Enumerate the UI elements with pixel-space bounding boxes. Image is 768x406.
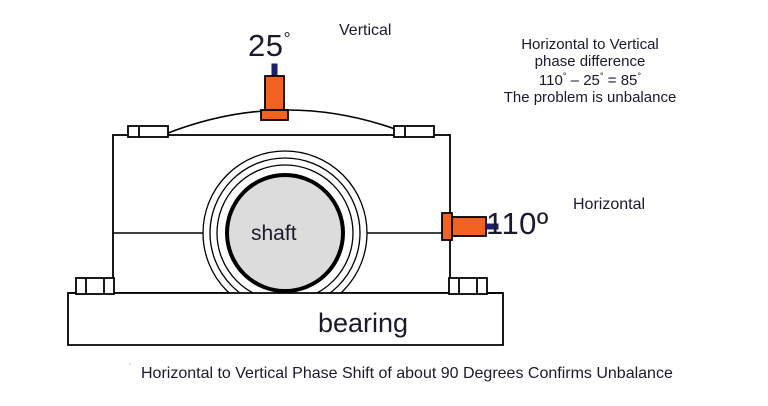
figure-caption: Horizontal to Vertical Phase Shift of ab… xyxy=(141,365,673,382)
bolt-pad-base-left xyxy=(75,277,115,295)
shaft-label: shaft xyxy=(251,222,297,245)
annotation-equation: 110° – 25° = 85° xyxy=(490,71,690,89)
vertical-axis-label: Vertical xyxy=(339,22,392,39)
vertical-phase-value: 25° xyxy=(248,28,291,64)
horizontal-phase-value: 110º xyxy=(486,206,549,242)
vertical-sensor-cable-icon xyxy=(271,63,278,77)
horizontal-axis-label: Horizontal xyxy=(573,196,646,213)
equation-degree-result: ° xyxy=(637,70,642,81)
equation-result: 85 xyxy=(620,71,638,89)
equation-degree-b: ° xyxy=(599,70,604,81)
phase-difference-annotation: Horizontal to Vertical phase difference … xyxy=(490,36,690,106)
vertical-sensor-base xyxy=(260,109,289,121)
vertical-sensor-body xyxy=(264,75,285,111)
caption-tick-mark: ˋ xyxy=(128,361,132,375)
equation-equals: = xyxy=(603,71,621,89)
equation-minus: – xyxy=(566,71,584,89)
equation-operand-b: 25 xyxy=(583,71,600,89)
vertical-phase-number: 25 xyxy=(248,28,284,63)
bolt-pad-base-right xyxy=(448,277,488,295)
horizontal-phase-number: 110 xyxy=(486,206,537,241)
horizontal-accelerometer[interactable] xyxy=(441,212,499,241)
horizontal-sensor-body xyxy=(451,216,487,237)
annotation-line-2: phase difference xyxy=(534,53,646,71)
bolt-pad-top-left xyxy=(127,125,169,138)
equation-degree-a: ° xyxy=(562,70,567,81)
horizontal-sensor-base xyxy=(441,212,453,241)
annotation-line-4: The problem is unbalance xyxy=(503,88,677,106)
shaft-circle xyxy=(225,173,345,293)
bolt-pad-top-right xyxy=(393,125,435,138)
equation-operand-a: 110 xyxy=(538,71,563,89)
bearing-label: bearing xyxy=(318,308,409,338)
annotation-line-1: Horizontal to Vertical xyxy=(521,36,659,53)
horizontal-sensor-cable-icon xyxy=(485,223,499,230)
bearing-base xyxy=(67,292,504,346)
horizontal-phase-degree-symbol: º xyxy=(536,206,549,241)
vertical-phase-degree-symbol: ° xyxy=(283,28,292,49)
vertical-accelerometer[interactable] xyxy=(260,63,289,121)
